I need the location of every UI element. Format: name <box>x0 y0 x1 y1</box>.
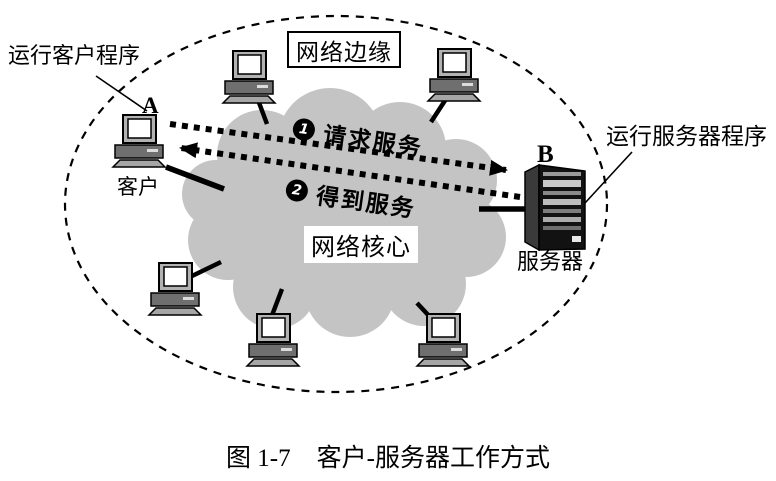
link-pc-mid-left <box>191 259 222 279</box>
server-node-label: 服务器 <box>517 249 584 274</box>
network-core-cloud-shape <box>182 88 506 337</box>
link-client-a <box>165 164 225 192</box>
figure-caption-title: 客户-服务器工作方式 <box>316 445 550 472</box>
figure-caption: 图 1-7 客户-服务器工作方式 <box>0 438 776 474</box>
request-service-arrow <box>169 121 508 176</box>
desktop-computer-icon <box>148 262 202 316</box>
network-core-box: 网络核心 <box>304 226 418 263</box>
link-pc-top-left <box>255 99 270 125</box>
server-tower-icon <box>524 163 586 252</box>
desktop-computer-icon <box>427 48 481 102</box>
server-program-annotation: 运行服务器程序 <box>606 124 767 149</box>
client-program-annotation: 运行客户程序 <box>8 43 141 68</box>
server-annotation-leader-line <box>584 151 633 204</box>
access-links <box>165 97 526 320</box>
network-edge-label: 网络边缘 <box>296 39 392 65</box>
network-edge-box: 网络边缘 <box>287 31 401 68</box>
step-1-badge: 1 <box>291 117 317 142</box>
desktop-computer-icon <box>222 50 276 104</box>
figure-caption-number: 图 1-7 <box>226 445 291 472</box>
client-node-id: A <box>142 93 159 118</box>
get-service-arrow <box>179 142 521 200</box>
network-core-label: 网络核心 <box>311 235 411 261</box>
server-node-id: B <box>537 141 554 168</box>
client-annotation-leader-line <box>95 75 148 112</box>
desktop-computer-icon <box>112 114 166 168</box>
step-2-badge: 2 <box>284 178 310 203</box>
network-boundary-dashed-ellipse <box>63 14 609 394</box>
client-node-label: 客户 <box>117 175 159 199</box>
link-pc-top-right <box>429 97 448 124</box>
